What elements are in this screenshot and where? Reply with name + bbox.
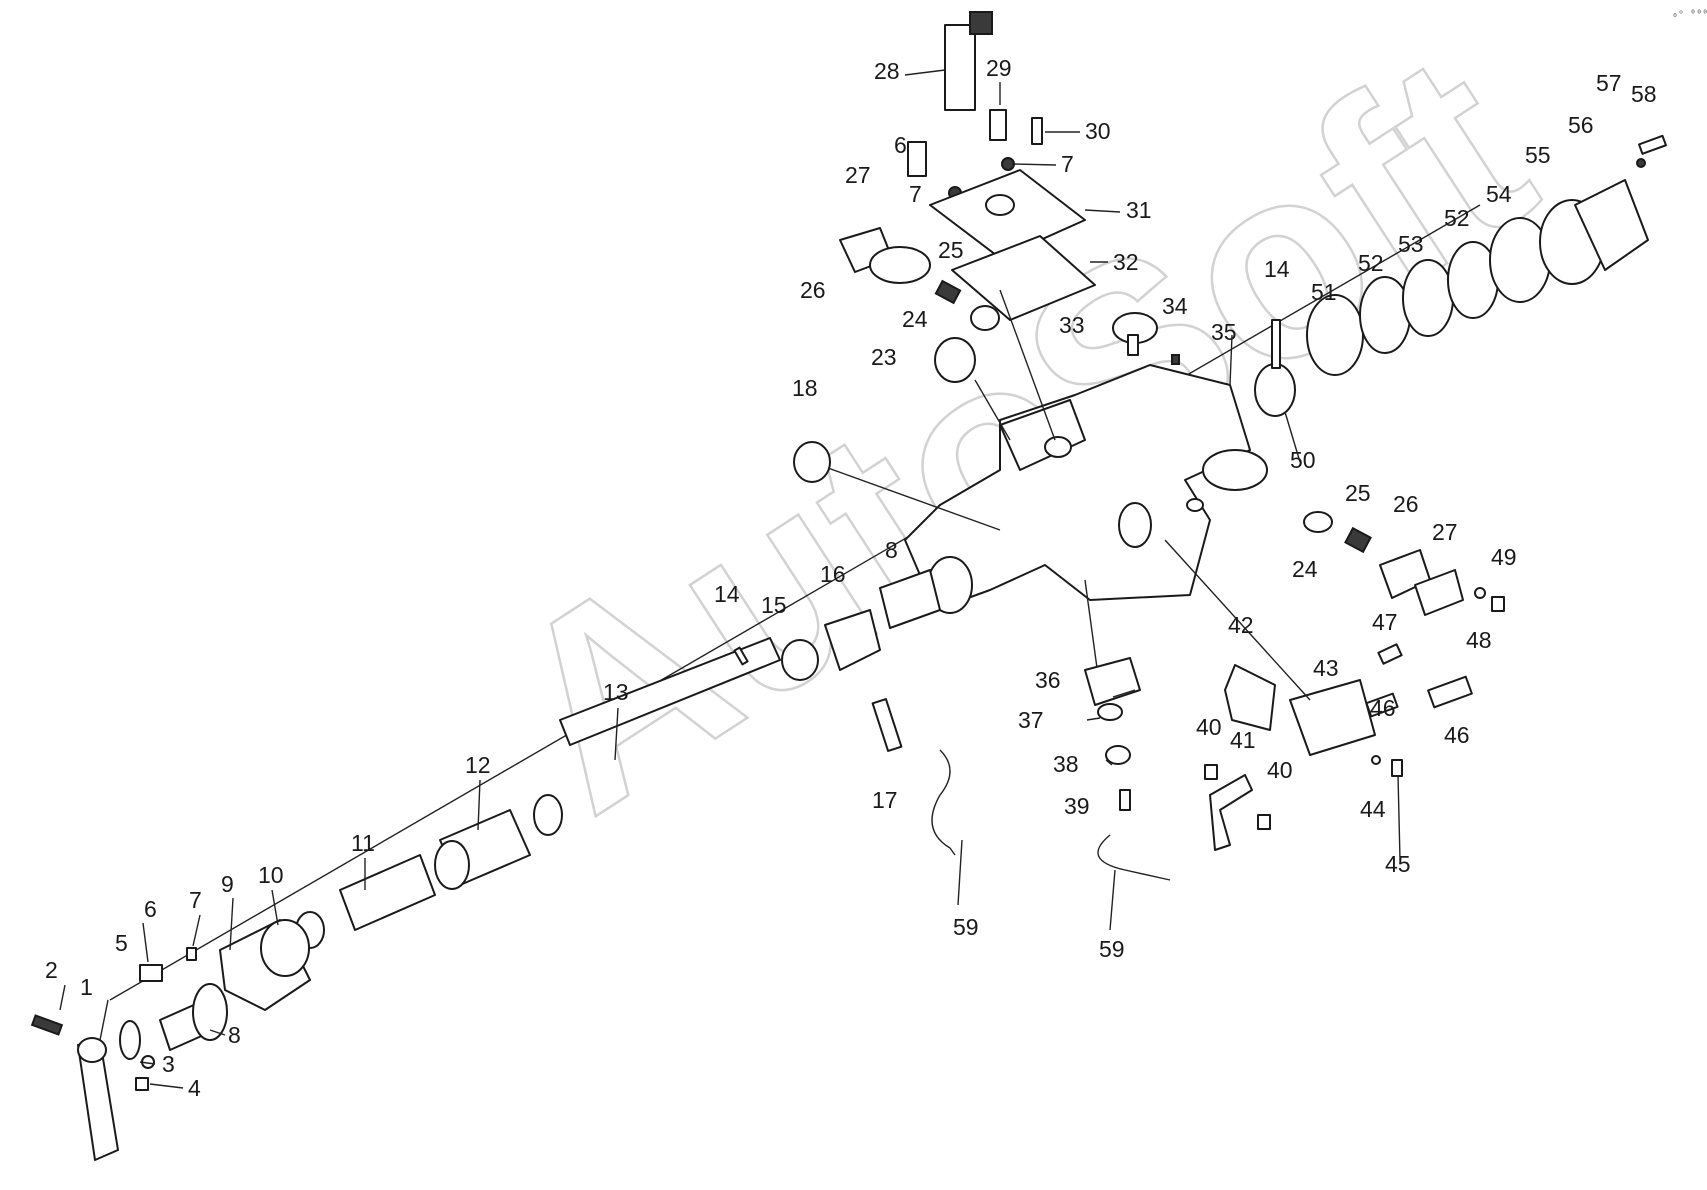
callout-14b: 14 [1264, 256, 1290, 282]
callout-48: 48 [1466, 627, 1492, 653]
callout-51: 51 [1311, 279, 1337, 305]
callout-9: 9 [221, 871, 234, 897]
callout-46b: 46 [1444, 722, 1470, 748]
callout-28: 28 [874, 58, 900, 84]
callout-16: 16 [820, 561, 846, 587]
callout-49: 49 [1491, 544, 1517, 570]
callout-59b: 59 [1099, 936, 1125, 962]
callout-12: 12 [465, 752, 491, 778]
callout-14: 14 [714, 581, 740, 607]
callout-15: 15 [761, 592, 787, 618]
callout-27b: 27 [1432, 519, 1458, 545]
callout-50: 50 [1290, 447, 1316, 473]
callout-7b: 7 [909, 181, 922, 207]
callout-40: 40 [1196, 714, 1222, 740]
callout-45: 45 [1385, 851, 1411, 877]
callout-44: 44 [1360, 796, 1386, 822]
assembly-axis [109, 204, 1481, 1001]
callout-43: 43 [1313, 655, 1339, 681]
callout-33: 33 [1059, 312, 1085, 338]
callout-23: 23 [871, 344, 897, 370]
callout-59: 59 [953, 914, 979, 940]
callout-7: 7 [189, 887, 202, 913]
callout-36: 36 [1035, 667, 1061, 693]
callout-25b: 25 [1345, 480, 1371, 506]
callout-58: 58 [1631, 81, 1657, 107]
callout-17: 17 [872, 787, 898, 813]
callout-11: 11 [351, 830, 375, 856]
callout-6: 6 [144, 896, 157, 922]
callout-39: 39 [1064, 793, 1090, 819]
callout-54: 54 [1486, 181, 1512, 207]
callout-30: 30 [1085, 118, 1111, 144]
steering-gear-housing [904, 364, 1268, 614]
callout-52: 52 [1358, 250, 1384, 276]
callout-13: 13 [603, 679, 629, 705]
callout-5: 5 [115, 930, 128, 956]
callout-24b: 24 [1292, 556, 1318, 582]
callout-31: 31 [1126, 197, 1152, 223]
callout-6b: 6 [894, 132, 907, 158]
callout-32: 32 [1113, 249, 1139, 275]
callout-26b: 26 [1393, 491, 1419, 517]
callout-41: 41 [1230, 727, 1256, 753]
callout-56: 56 [1568, 112, 1594, 138]
callout-52b: 52 [1444, 205, 1470, 231]
leader-lines [59, 69, 1401, 1089]
callout-38: 38 [1053, 751, 1079, 777]
callout-35: 35 [1211, 319, 1237, 345]
callout-55: 55 [1525, 142, 1551, 168]
top-cover-assembly [793, 11, 1180, 531]
callout-2: 2 [45, 957, 58, 983]
callout-53: 53 [1398, 231, 1424, 257]
callout-29: 29 [986, 55, 1012, 81]
callout-25: 25 [938, 237, 964, 263]
worm-bearing-stack [1254, 134, 1667, 665]
callout-4: 4 [188, 1075, 201, 1101]
callout-3: 3 [162, 1051, 175, 1077]
callout-1: 1 [80, 974, 93, 1000]
callout-46: 46 [1370, 695, 1396, 721]
callout-40b: 40 [1267, 757, 1293, 783]
callout-8: 8 [228, 1022, 241, 1048]
callout-34: 34 [1162, 293, 1188, 319]
callout-10: 10 [258, 862, 284, 888]
callout-47: 47 [1372, 609, 1398, 635]
callout-8b: 8 [885, 537, 898, 563]
callout-37: 37 [1018, 707, 1044, 733]
output-shaft-assembly [30, 569, 941, 1161]
callout-42: 42 [1228, 612, 1254, 638]
callout-26: 26 [800, 277, 826, 303]
callout-24: 24 [902, 306, 928, 332]
callout-18: 18 [792, 375, 818, 401]
callout-7c: 7 [1061, 151, 1074, 177]
corner-mark: ₀ᵒ ⁰⁰⁰ [1672, 9, 1707, 20]
callout-27: 27 [845, 162, 871, 188]
callout-57: 57 [1596, 70, 1622, 96]
callout-labels: 1 2 3 4 5 6 7 8 9 10 11 12 13 14 15 16 1… [45, 55, 1657, 1101]
